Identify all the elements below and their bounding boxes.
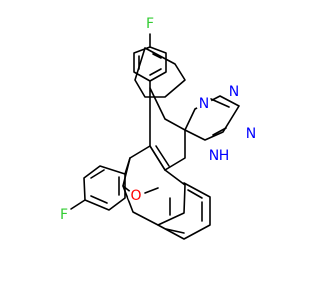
bonds — [70, 33, 240, 240]
oxygen-bond-right — [144, 187, 159, 194]
left-phenyl-inner-bonds — [90, 169, 120, 204]
left-phenyl-to-c5 — [124, 157, 131, 175]
chromene-ring — [122, 145, 186, 226]
atom-label-nh: N — [209, 148, 219, 164]
atom-label-n3: N — [246, 126, 256, 142]
atom-label-n2: N — [229, 84, 239, 100]
triazole-ring — [184, 95, 240, 141]
atom-label-n1: N — [199, 96, 209, 112]
pyrimidine-ring — [149, 87, 186, 171]
f-top-bg — [142, 16, 158, 32]
atom-label-h: H — [219, 148, 230, 164]
atom-label-f-top: F — [146, 16, 154, 32]
n3-bg — [243, 126, 259, 142]
triazole-inner-bonds — [210, 98, 230, 136]
benzo-inner-bonds — [165, 189, 203, 234]
chromene-double-bond — [149, 145, 166, 171]
atom-label-f-left: F — [60, 207, 68, 223]
n2-bg — [226, 84, 242, 100]
benzo-ring — [157, 182, 211, 240]
atom-labels: F N N N N H O F — [60, 16, 256, 223]
atom-label-backgrounds — [56, 16, 259, 223]
nh-bg — [206, 147, 224, 165]
top-phenyl-ring — [134, 47, 186, 98]
top-phenyl-inner-bonds — [138, 53, 162, 76]
molecule-structure: F N N N N H O F — [56, 16, 259, 240]
o-bg — [128, 188, 144, 204]
chromene-double-bond-inner — [155, 145, 170, 167]
n1-bg — [196, 96, 212, 112]
atom-label-o: O — [130, 188, 141, 204]
left-phenyl-f-bond — [70, 199, 86, 210]
f-left-bg — [56, 207, 72, 223]
